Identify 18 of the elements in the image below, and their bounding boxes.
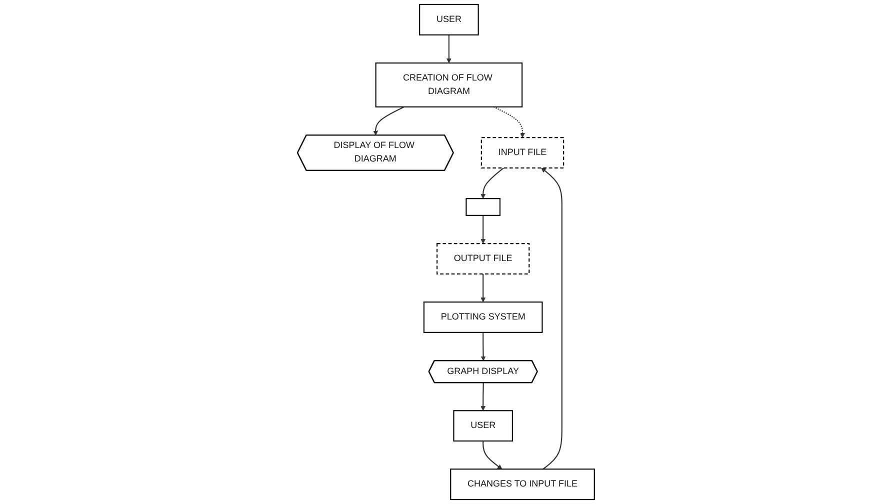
arrow <box>480 274 486 302</box>
arrow <box>480 332 486 362</box>
node-box: OUTPUT FILE <box>436 243 530 274</box>
node-box: INPUT FILE <box>480 136 564 168</box>
arrow <box>541 168 563 470</box>
node-box: CREATION OF FLOW DIAGRAM <box>375 62 523 108</box>
node-box: USER <box>453 410 514 442</box>
arrow <box>480 167 504 199</box>
arrow <box>482 441 502 470</box>
arrow <box>373 106 404 136</box>
arrow <box>446 34 452 64</box>
arrow <box>494 106 526 138</box>
node-box: CHANGES TO INPUT FILE <box>450 468 596 500</box>
node-box: PLOTTING SYSTEM <box>423 302 543 333</box>
node-box: USER <box>419 4 479 36</box>
arrow <box>480 215 486 244</box>
node-box <box>466 198 501 216</box>
arrow <box>480 382 486 411</box>
